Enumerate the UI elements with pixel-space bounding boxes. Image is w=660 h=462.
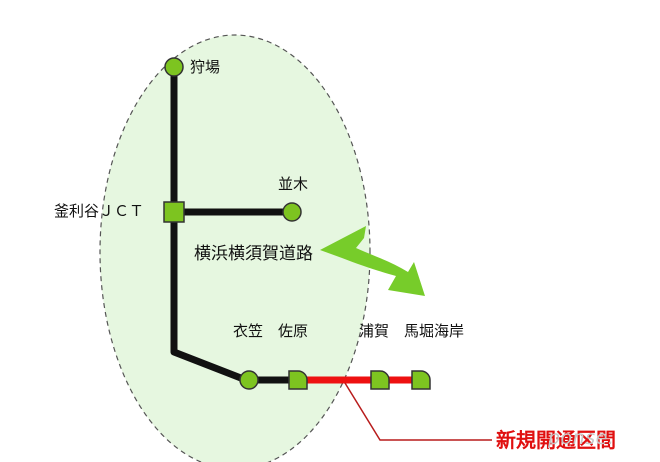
interchange-circle-icon [282,202,302,222]
label-road: 横浜横須賀道路 [194,244,313,264]
half-interchange-d-icon [288,370,308,390]
two-way-curved-arrow-icon [320,226,425,296]
interchange-circle-icon [164,57,184,77]
label-kinugasa-sahara: 衣笠 佐原 [233,322,309,340]
label-namiki: 並木 [278,175,309,193]
coverage-ellipse [99,34,371,462]
label-kariba: 狩場 [190,58,221,76]
label-uraga-mabori: 浦賀 馬堀海岸 [359,322,465,340]
callout-leader [344,382,492,441]
junction-square-icon [163,201,185,223]
half-interchange-d-icon [411,370,431,390]
half-interchange-d-icon [370,370,390,390]
label-kamariya-jct: 釜利谷ＪＣＴ [54,202,145,220]
interchange-circle-icon [239,370,259,390]
watermark: ponse. [548,427,615,449]
label-new-section: 新規開通区間 [496,428,616,452]
